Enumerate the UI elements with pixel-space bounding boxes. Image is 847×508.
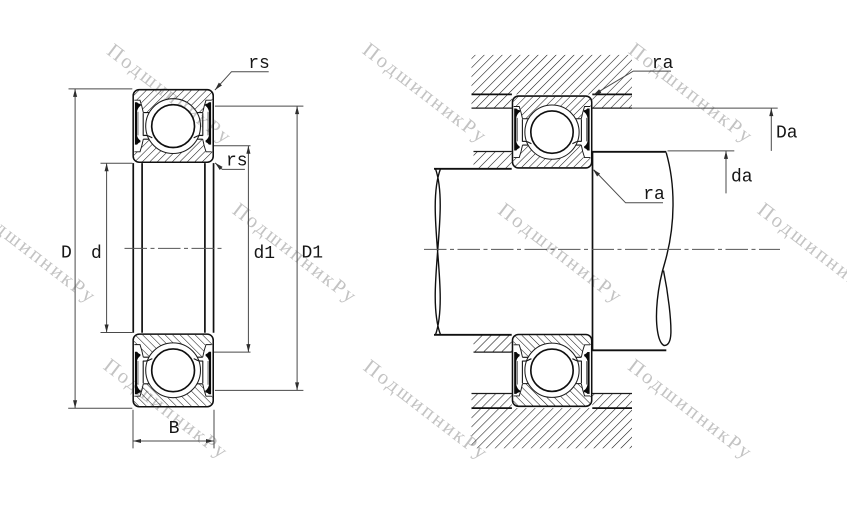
svg-text:da: da xyxy=(731,167,753,187)
svg-text:Da: Da xyxy=(776,123,798,143)
svg-text:rs: rs xyxy=(226,151,248,171)
svg-text:D: D xyxy=(61,243,72,263)
svg-text:ra: ra xyxy=(643,185,665,205)
svg-text:ПодшипникРу: ПодшипникРу xyxy=(0,199,101,309)
svg-text:ПодшипникРу: ПодшипникРу xyxy=(753,199,847,309)
svg-text:d: d xyxy=(91,244,102,264)
svg-text:rs: rs xyxy=(248,54,270,74)
svg-text:D1: D1 xyxy=(302,243,324,263)
svg-text:B: B xyxy=(169,419,180,439)
svg-text:ra: ra xyxy=(652,54,674,74)
svg-text:ПодшипникРу: ПодшипникРу xyxy=(624,355,758,465)
svg-text:ПодшипникРу: ПодшипникРу xyxy=(624,39,758,149)
svg-text:ПодшипникРу: ПодшипникРу xyxy=(494,199,628,309)
svg-text:d1: d1 xyxy=(254,244,276,264)
